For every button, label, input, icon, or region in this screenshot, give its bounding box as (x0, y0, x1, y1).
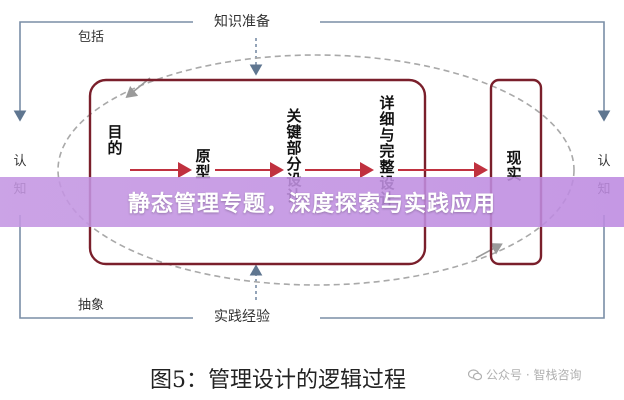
outer-frame (13, 21, 611, 319)
process-frame (88, 78, 427, 266)
stage-goal: 目的 (107, 123, 123, 157)
watermark: 公众号 · 智栈咨询 (468, 366, 581, 383)
banner-title: 静态管理专题，深度探索与实践应用 (127, 192, 496, 217)
stage-prototype: 原型 (195, 147, 211, 181)
title-banner: 静态管理专题，深度探索与实践应用 (0, 177, 624, 227)
watermark-text: 公众号 · 智栈咨询 (486, 368, 582, 382)
top-label: 知识准备 (214, 14, 270, 30)
wechat-icon (468, 368, 482, 380)
bottom-label: 实践经验 (214, 309, 270, 325)
left-bottom-label: 抽象 (78, 298, 105, 313)
reality-frame (489, 78, 543, 266)
figure-caption: 图5：管理设计的逻辑过程 (150, 368, 406, 393)
left-top-label: 包括 (78, 30, 105, 45)
cycle-ellipse (57, 54, 575, 286)
